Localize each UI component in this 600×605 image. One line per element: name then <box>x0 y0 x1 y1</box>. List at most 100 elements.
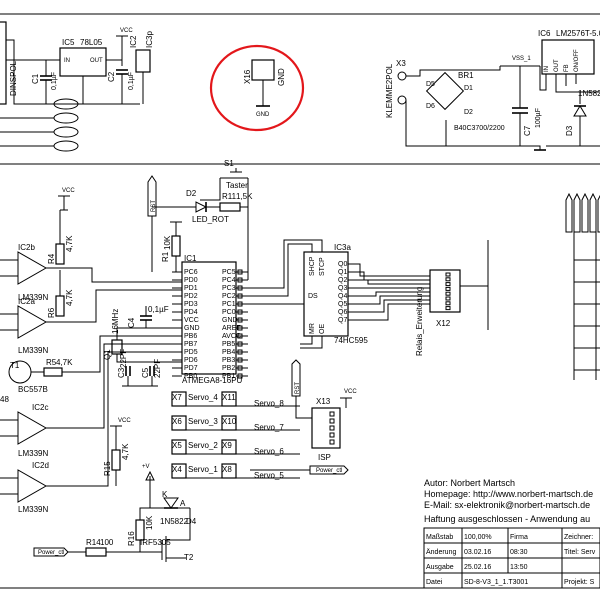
ic1-right-pin-pad <box>237 325 243 331</box>
ic1-left-pin-label: GND <box>184 325 200 332</box>
ic1-left-pin-label: PD0 <box>184 277 198 284</box>
right-net-flag <box>589 192 597 233</box>
right-net-flag <box>597 194 600 233</box>
servo-connector-left <box>171 391 187 407</box>
d3-value: 1N582 <box>578 89 600 98</box>
ic1-right-pin-label: PC2 <box>222 293 236 300</box>
r5-body <box>43 367 63 377</box>
rst-flag-isp <box>291 359 301 397</box>
c1-ref: C1 <box>31 73 40 84</box>
servo-ref-left: X6 <box>172 417 182 426</box>
ic3a-output-label: Q1 <box>338 269 347 276</box>
ic1-left-pin-label: PB0 <box>184 373 197 380</box>
ic3a-output-label: Q6 <box>338 309 347 316</box>
ic1-ref: IC1 <box>184 254 197 263</box>
ic6-box <box>541 39 595 75</box>
ic1-right-pins: PC5PC4PC3PC2PC1PC0GNDAREFAVCCPB5PB4PB3PB… <box>222 269 248 380</box>
right-net-flag <box>581 192 589 233</box>
ic5-value: 78L05 <box>80 38 103 47</box>
d2-value: LED_ROT <box>192 215 229 224</box>
ic3a-section: IC3a SHCP STCP DS MR OE 74HC595 Q0Q1Q2Q3… <box>236 239 430 349</box>
ic1-right-pin-label: PC5 <box>222 269 236 276</box>
r1-ref: R1 <box>161 251 170 262</box>
power-ctl-flags: Power_ctl Power_ctl <box>33 465 349 557</box>
r11-body <box>219 202 241 212</box>
ic1-left-pin-label: PD7 <box>184 365 198 372</box>
ic1-right-pin-pad <box>237 277 243 283</box>
ic1-right-pin-label: PC4 <box>222 277 236 284</box>
ic3a-box <box>303 251 349 337</box>
ic1-right-pin-pad <box>237 269 243 275</box>
x13-pin <box>329 432 335 438</box>
title-row-key: Änderung <box>426 548 456 556</box>
ic2-ref: IC2 <box>129 35 138 48</box>
c4-ref: C4 <box>127 317 136 328</box>
ic2c-triangle <box>17 411 48 445</box>
x12-pin <box>445 282 451 287</box>
dinspol-connector <box>0 21 7 105</box>
r6-body <box>55 295 65 317</box>
vcc-label-comp: VCC <box>62 188 75 194</box>
c1-value: 0,1µF <box>51 72 58 90</box>
c5-ref-label: C5 <box>141 367 150 378</box>
r4-body <box>55 243 65 265</box>
servo-connector-right <box>221 463 237 479</box>
ic2b-triangle <box>17 251 48 285</box>
r4-value: 4,7K <box>65 235 74 252</box>
x12-ref: X12 <box>436 319 451 328</box>
x3-ref: X3 <box>396 59 406 68</box>
ic3a-pin-ds: DS <box>308 293 318 300</box>
ic5-ref: IC5 <box>62 38 75 47</box>
ic6-pin-out: OUT <box>554 59 560 72</box>
servo-connector-right <box>221 415 237 431</box>
servo-label-right: Servo_6 <box>254 447 284 456</box>
d2-ref: D2 <box>186 189 197 198</box>
right-net-flag <box>573 192 581 233</box>
ic1-left-pin-label: PD3 <box>184 301 198 308</box>
ic1-left-pin-label: PD1 <box>184 285 198 292</box>
ic1-box <box>181 261 237 375</box>
br1-ref: BR1 <box>458 71 474 80</box>
x13-pin <box>329 418 335 424</box>
r15-value: 4,7K <box>121 443 130 460</box>
x16-ref: X16 <box>243 69 252 84</box>
d2-label-br: D2 <box>464 109 473 116</box>
ic3a-output-label: Q0 <box>338 261 347 268</box>
title-row-value: 03.02.16 <box>464 549 491 556</box>
c5-value-label: 22PF <box>153 359 162 378</box>
ic1-section: IC1 ATMEGA8-16PU PC6PD0PD1PD2PD3PD4VCCGN… <box>172 254 248 385</box>
servo-ref-right: X8 <box>222 465 232 474</box>
title-disclaimer: Haftung ausgeschlossen - Anwendung au <box>424 514 590 524</box>
ic6-pin-onoff: ON/OFF <box>574 49 580 72</box>
ic2c-value: LM339N <box>18 449 48 458</box>
ic1-right-pin-pad <box>237 317 243 323</box>
servo-label-right: Servo_7 <box>254 423 284 432</box>
ic1-right-pin-label: PB3 <box>222 357 235 364</box>
x12-pin <box>445 272 451 277</box>
ic5-pin-in: IN <box>64 58 70 64</box>
power-ctl-flag-right <box>309 465 349 475</box>
x12-label: Relais_Erweiterung <box>415 287 424 356</box>
ic2a-triangle <box>17 305 48 339</box>
ic3a-output-wire <box>348 299 430 313</box>
servo-ref-right: X11 <box>222 393 236 402</box>
servo-ref-right: X9 <box>222 441 232 450</box>
x13-pin <box>329 425 335 431</box>
r1-value: 10K <box>163 235 172 250</box>
plus-v-label: +V <box>142 464 150 470</box>
ic3a-value: 74HC595 <box>334 336 368 345</box>
ic1-right-pin-label: PC1 <box>222 301 236 308</box>
ic1-left-pin-label: PB6 <box>184 333 197 340</box>
right-net-flag <box>565 192 573 233</box>
x12-pin <box>445 301 451 306</box>
vcc-label-r15: VCC <box>118 418 131 424</box>
ic2d-triangle <box>17 469 48 503</box>
vcc-label-isp: VCC <box>344 389 357 395</box>
title-email: E-Mail: sx-elektronik@norbert-martsch.de <box>424 500 590 510</box>
d4-ref: D4 <box>186 517 197 526</box>
x13-ref: X13 <box>316 397 331 406</box>
title-row-right: Zeichner: <box>564 534 593 541</box>
c3-ref-label: C3 <box>117 367 126 378</box>
ic6-pin-fb: FB <box>564 64 570 72</box>
